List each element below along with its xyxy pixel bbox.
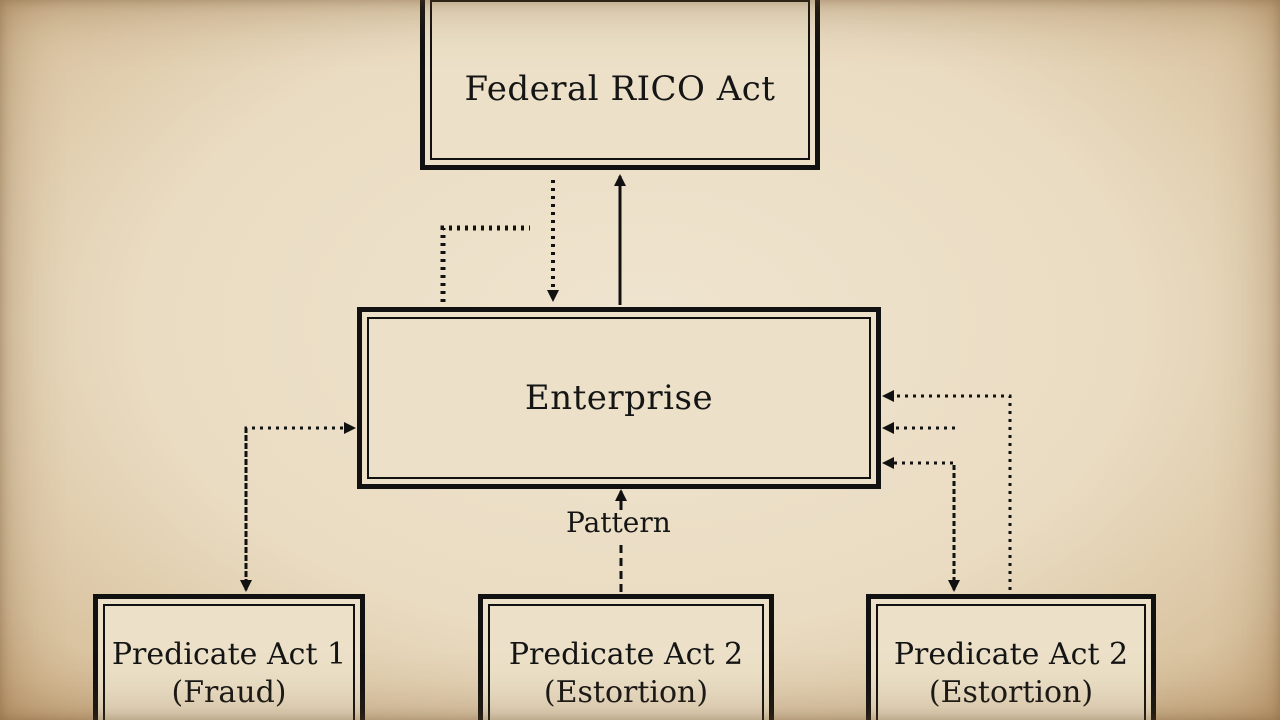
predicate-act-2-type: (Estortion) xyxy=(543,675,709,710)
predicate-act-2-name: Predicate Act 2 xyxy=(508,637,744,672)
predicate-act-1-name: Predicate Act 1 xyxy=(111,637,347,672)
predicate-act-1-type: (Fraud) xyxy=(171,675,287,710)
dotted-loop-connector xyxy=(440,225,530,302)
predicate-act-2-frame: Predicate Act 2 (Estortion) xyxy=(488,604,764,720)
predicate1-to-enterprise-dotted-arrow xyxy=(244,422,356,590)
enterprise-node: Enterprise xyxy=(357,307,881,489)
predicate3-to-enterprise-inner-dotted-arrow xyxy=(882,457,956,590)
predicate-act-1-node: Predicate Act 1 (Fraud) xyxy=(93,594,365,720)
rico-act-node: Federal RICO Act xyxy=(420,0,820,170)
predicate-act-3-frame: Predicate Act 2 (Estortion) xyxy=(876,604,1146,720)
predicate-act-3-node: Predicate Act 2 (Estortion) xyxy=(866,594,1156,720)
enterprise-node-frame: Enterprise xyxy=(367,317,871,479)
predicate-act-2-node: Predicate Act 2 (Estortion) xyxy=(478,594,774,720)
enterprise-title: Enterprise xyxy=(524,378,714,418)
predicate-act-3-type: (Estortion) xyxy=(928,675,1094,710)
rico-act-title: Federal RICO Act xyxy=(464,69,776,109)
pattern-label: Pattern xyxy=(566,506,671,539)
predicate3-to-enterprise-outer-dotted-arrow xyxy=(882,390,1012,590)
predicate-act-1-frame: Predicate Act 1 (Fraud) xyxy=(103,604,355,720)
rico-act-node-frame: Federal RICO Act xyxy=(430,0,810,160)
predicate-act-3-name: Predicate Act 2 xyxy=(893,637,1129,672)
